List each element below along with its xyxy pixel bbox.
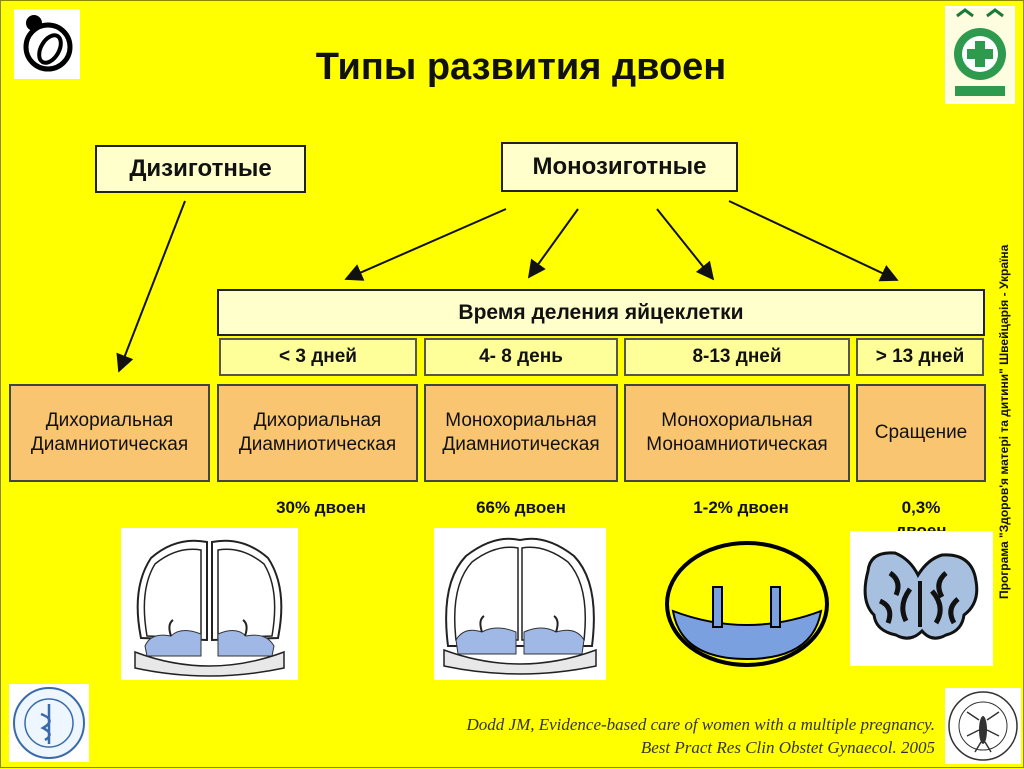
type-line: Дихориальная (253, 410, 382, 431)
monoamniotic-illustration (663, 539, 831, 669)
citation: Dodd JM, Evidence-based care of women wi… (361, 713, 936, 759)
side-program-text: Програма "Здоров'я матері та дитини" Шве… (997, 244, 1011, 599)
type-line: Дихориальная (45, 410, 174, 431)
helveticum-institute-logo (945, 688, 1021, 764)
type-line: Диамниотическая (30, 434, 189, 455)
type-box-gt13: Сращение (856, 384, 986, 482)
interval-8-13: 8-13 дней (624, 338, 850, 376)
institution-crest-logo (945, 6, 1015, 104)
program-logo (14, 9, 80, 79)
type-box-dizygotic: Дихориальная Диамниотическая (9, 384, 210, 482)
type-box-lt3: Дихориальная Диамниотическая (217, 384, 418, 482)
type-line: Диамниотическая (442, 434, 600, 455)
pct-66: 66% двоен (476, 498, 566, 517)
type-line: Монохориальная (445, 410, 597, 431)
division-time-header: Время деления яйцеклетки (217, 289, 985, 336)
arrow-mono-3 (656, 208, 715, 281)
dizygotic-box: Дизиготные (95, 145, 306, 193)
type-line: Диамниотическая (238, 434, 397, 455)
medical-association-logo (9, 684, 89, 762)
citation-line-2: Best Pract Res Clin Obstet Gynaecol. 200… (640, 738, 935, 757)
pct-1-2: 1-2% двоен (693, 498, 789, 517)
dichorionic-illustration (121, 528, 298, 680)
arrow-mono-2 (527, 208, 579, 279)
arrow-dizygotic (116, 200, 186, 373)
interval-4-8: 4- 8 день (424, 338, 618, 376)
monochorionic-diamniotic-illustration (434, 528, 606, 680)
citation-line-1: Dodd JM, Evidence-based care of women wi… (466, 715, 936, 734)
slide-title: Типы развития двоен (315, 46, 727, 88)
interval-gt13: > 13 дней (856, 338, 984, 376)
pct-0-3: 0,3% (901, 498, 941, 517)
arrow-mono-1 (344, 208, 507, 281)
arrow-mono-4 (728, 200, 899, 282)
type-box-8-13: Монохориальная Моноамниотическая (624, 384, 850, 482)
conjoined-twins-illustration (850, 531, 993, 666)
interval-lt3: < 3 дней (219, 338, 417, 376)
pct-30: 30% двоен (276, 498, 366, 517)
monozygotic-box: Монозиготные (501, 142, 738, 192)
type-line: Сращение (874, 422, 968, 443)
type-line: Монохориальная (661, 410, 813, 431)
type-box-4-8: Монохориальная Диамниотическая (424, 384, 618, 482)
type-line: Моноамниотическая (646, 434, 828, 455)
